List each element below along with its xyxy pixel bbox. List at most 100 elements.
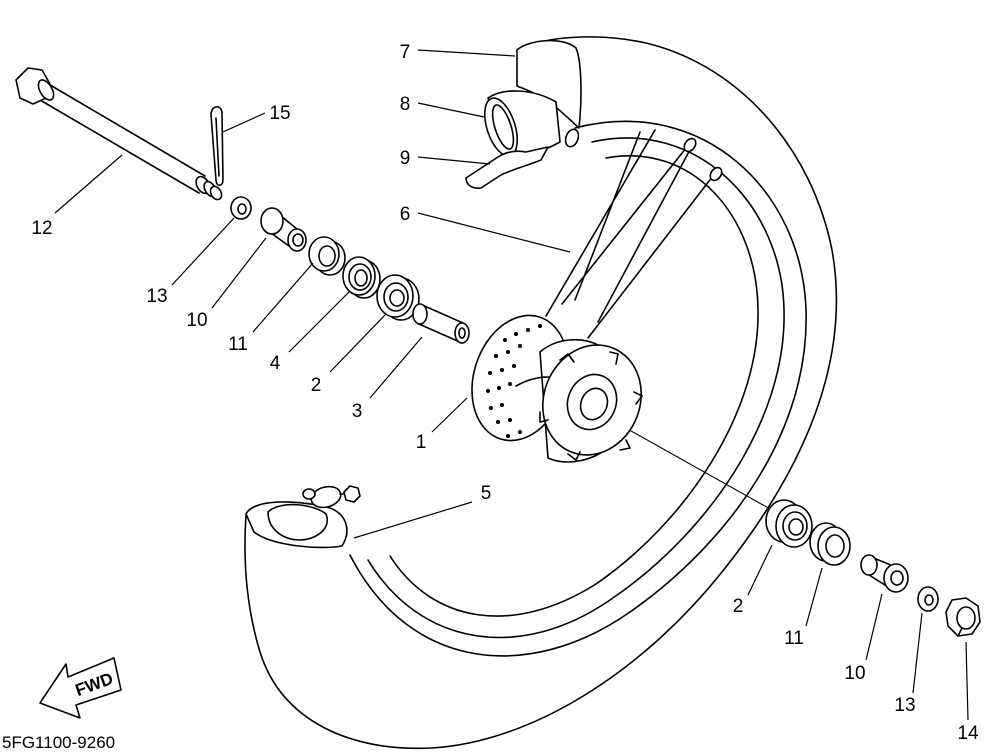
leader-line-10-left: [211, 237, 267, 309]
disc-hole: [489, 406, 493, 410]
disc-hole: [488, 371, 492, 375]
diagram-part-code: 5FG1100-9260: [2, 733, 115, 752]
callout-label-13-right: 13: [894, 695, 915, 716]
bearing-2-left-balls: [383, 282, 409, 312]
collar-right-flange: [883, 563, 909, 593]
leader-line-7: [417, 49, 516, 57]
collar-right: [860, 554, 909, 593]
collar-right-bore: [890, 570, 904, 586]
leader-line-11-right: [805, 567, 823, 627]
leader-line-9: [417, 156, 491, 165]
disc-hole: [518, 344, 522, 348]
leader-line-3: [369, 336, 423, 399]
spoke: [574, 131, 641, 301]
spacer-front: [412, 303, 428, 325]
washer-right-inner: [924, 594, 934, 606]
inner-tube-hole: [491, 104, 515, 150]
valve-base: [310, 485, 342, 509]
fwd-arrow-outline: [39, 657, 122, 719]
callout-label-3: 3: [352, 401, 363, 422]
disc-hole: [512, 364, 516, 368]
disc-hole: [506, 350, 510, 354]
callout-label-10-right: 10: [844, 663, 865, 684]
disc-hole: [486, 389, 490, 393]
spacer-end: [454, 322, 470, 344]
leader-line-13-left: [171, 217, 235, 286]
callout-label-14: 14: [957, 723, 979, 744]
spacer-bore: [458, 327, 466, 339]
disc-hole: [500, 368, 504, 372]
spacer: [412, 303, 470, 344]
valve-cap: [302, 488, 316, 500]
disc-hole: [508, 418, 512, 422]
washer-right: [917, 586, 939, 612]
callout-label-6: 6: [400, 204, 411, 225]
bearing-2-right-bore: [788, 518, 804, 536]
washer-left: [230, 196, 252, 220]
bearing-2-left-bore: [389, 289, 405, 307]
collar-left-bore: [292, 233, 304, 247]
callout-label-8: 8: [400, 94, 411, 115]
axle-thread: [209, 185, 223, 201]
valve-nut: [343, 485, 361, 503]
spoke: [587, 171, 717, 339]
bearing-2-left: [376, 274, 420, 321]
disc-hole: [508, 382, 512, 386]
callout-label-4: 4: [270, 353, 281, 374]
callout-label-10-left: 10: [186, 310, 207, 331]
disc-holes: [486, 324, 542, 438]
callout-label-1: 1: [416, 432, 427, 453]
oil-seal-right-lip: [825, 534, 845, 558]
callout-label-9: 9: [400, 148, 411, 169]
spoke-nipple: [683, 137, 697, 153]
leader-line-12: [54, 154, 123, 214]
cotter-pin-leg: [215, 117, 220, 177]
tube-cross-section: [267, 503, 329, 541]
spoke: [597, 145, 693, 323]
callout-label-2-left: 2: [311, 375, 322, 396]
collar-left-end: [287, 228, 307, 252]
axle-rod-bottom: [39, 99, 200, 194]
rim-edge-inner: [389, 155, 759, 617]
oil-seal-left: [308, 236, 346, 276]
oil-seal-left-face: [308, 236, 340, 272]
leader-line-8: [417, 102, 485, 118]
callout-label-7: 7: [400, 42, 411, 63]
disc-hole: [496, 420, 500, 424]
leader-line-15: [222, 112, 266, 133]
disc-hole: [494, 354, 498, 358]
disc-hole: [497, 386, 501, 390]
leader-lines: [54, 49, 969, 721]
oil-seal-right-face: [817, 526, 851, 566]
callout-label-15: 15: [269, 103, 290, 124]
washer-right-outer: [917, 586, 939, 612]
spoke: [545, 129, 656, 317]
axle: [15, 67, 223, 201]
washer-left-outer: [230, 196, 252, 220]
axle-nut: [945, 597, 981, 637]
leader-line-2-left: [329, 313, 387, 373]
axle-head-collar: [37, 79, 55, 101]
disc-hole: [514, 332, 518, 336]
axle-nut-face: [956, 606, 976, 630]
rim-edge-middle: [367, 137, 785, 639]
callout-label-5: 5: [481, 483, 492, 504]
leader-line-4: [288, 290, 351, 353]
spokes: [545, 129, 723, 339]
leader-line-10-right: [865, 593, 883, 661]
hub-flange-notches: [539, 351, 643, 461]
tube-valve-end: [564, 128, 580, 148]
leader-line-11-left: [252, 262, 314, 333]
callout-label-13-left: 13: [146, 286, 167, 307]
bearing-2-right: [765, 499, 813, 548]
disc-hole: [526, 328, 530, 332]
callout-label-2-right: 2: [733, 596, 744, 617]
rim-edge-outer: [349, 120, 807, 657]
disc-hole: [503, 338, 507, 342]
disc-hole: [538, 324, 542, 328]
leader-line-6: [417, 212, 571, 253]
oil-seal-left-lip: [318, 245, 336, 267]
washer-left-inner: [237, 203, 247, 215]
leader-line-5: [353, 501, 473, 539]
